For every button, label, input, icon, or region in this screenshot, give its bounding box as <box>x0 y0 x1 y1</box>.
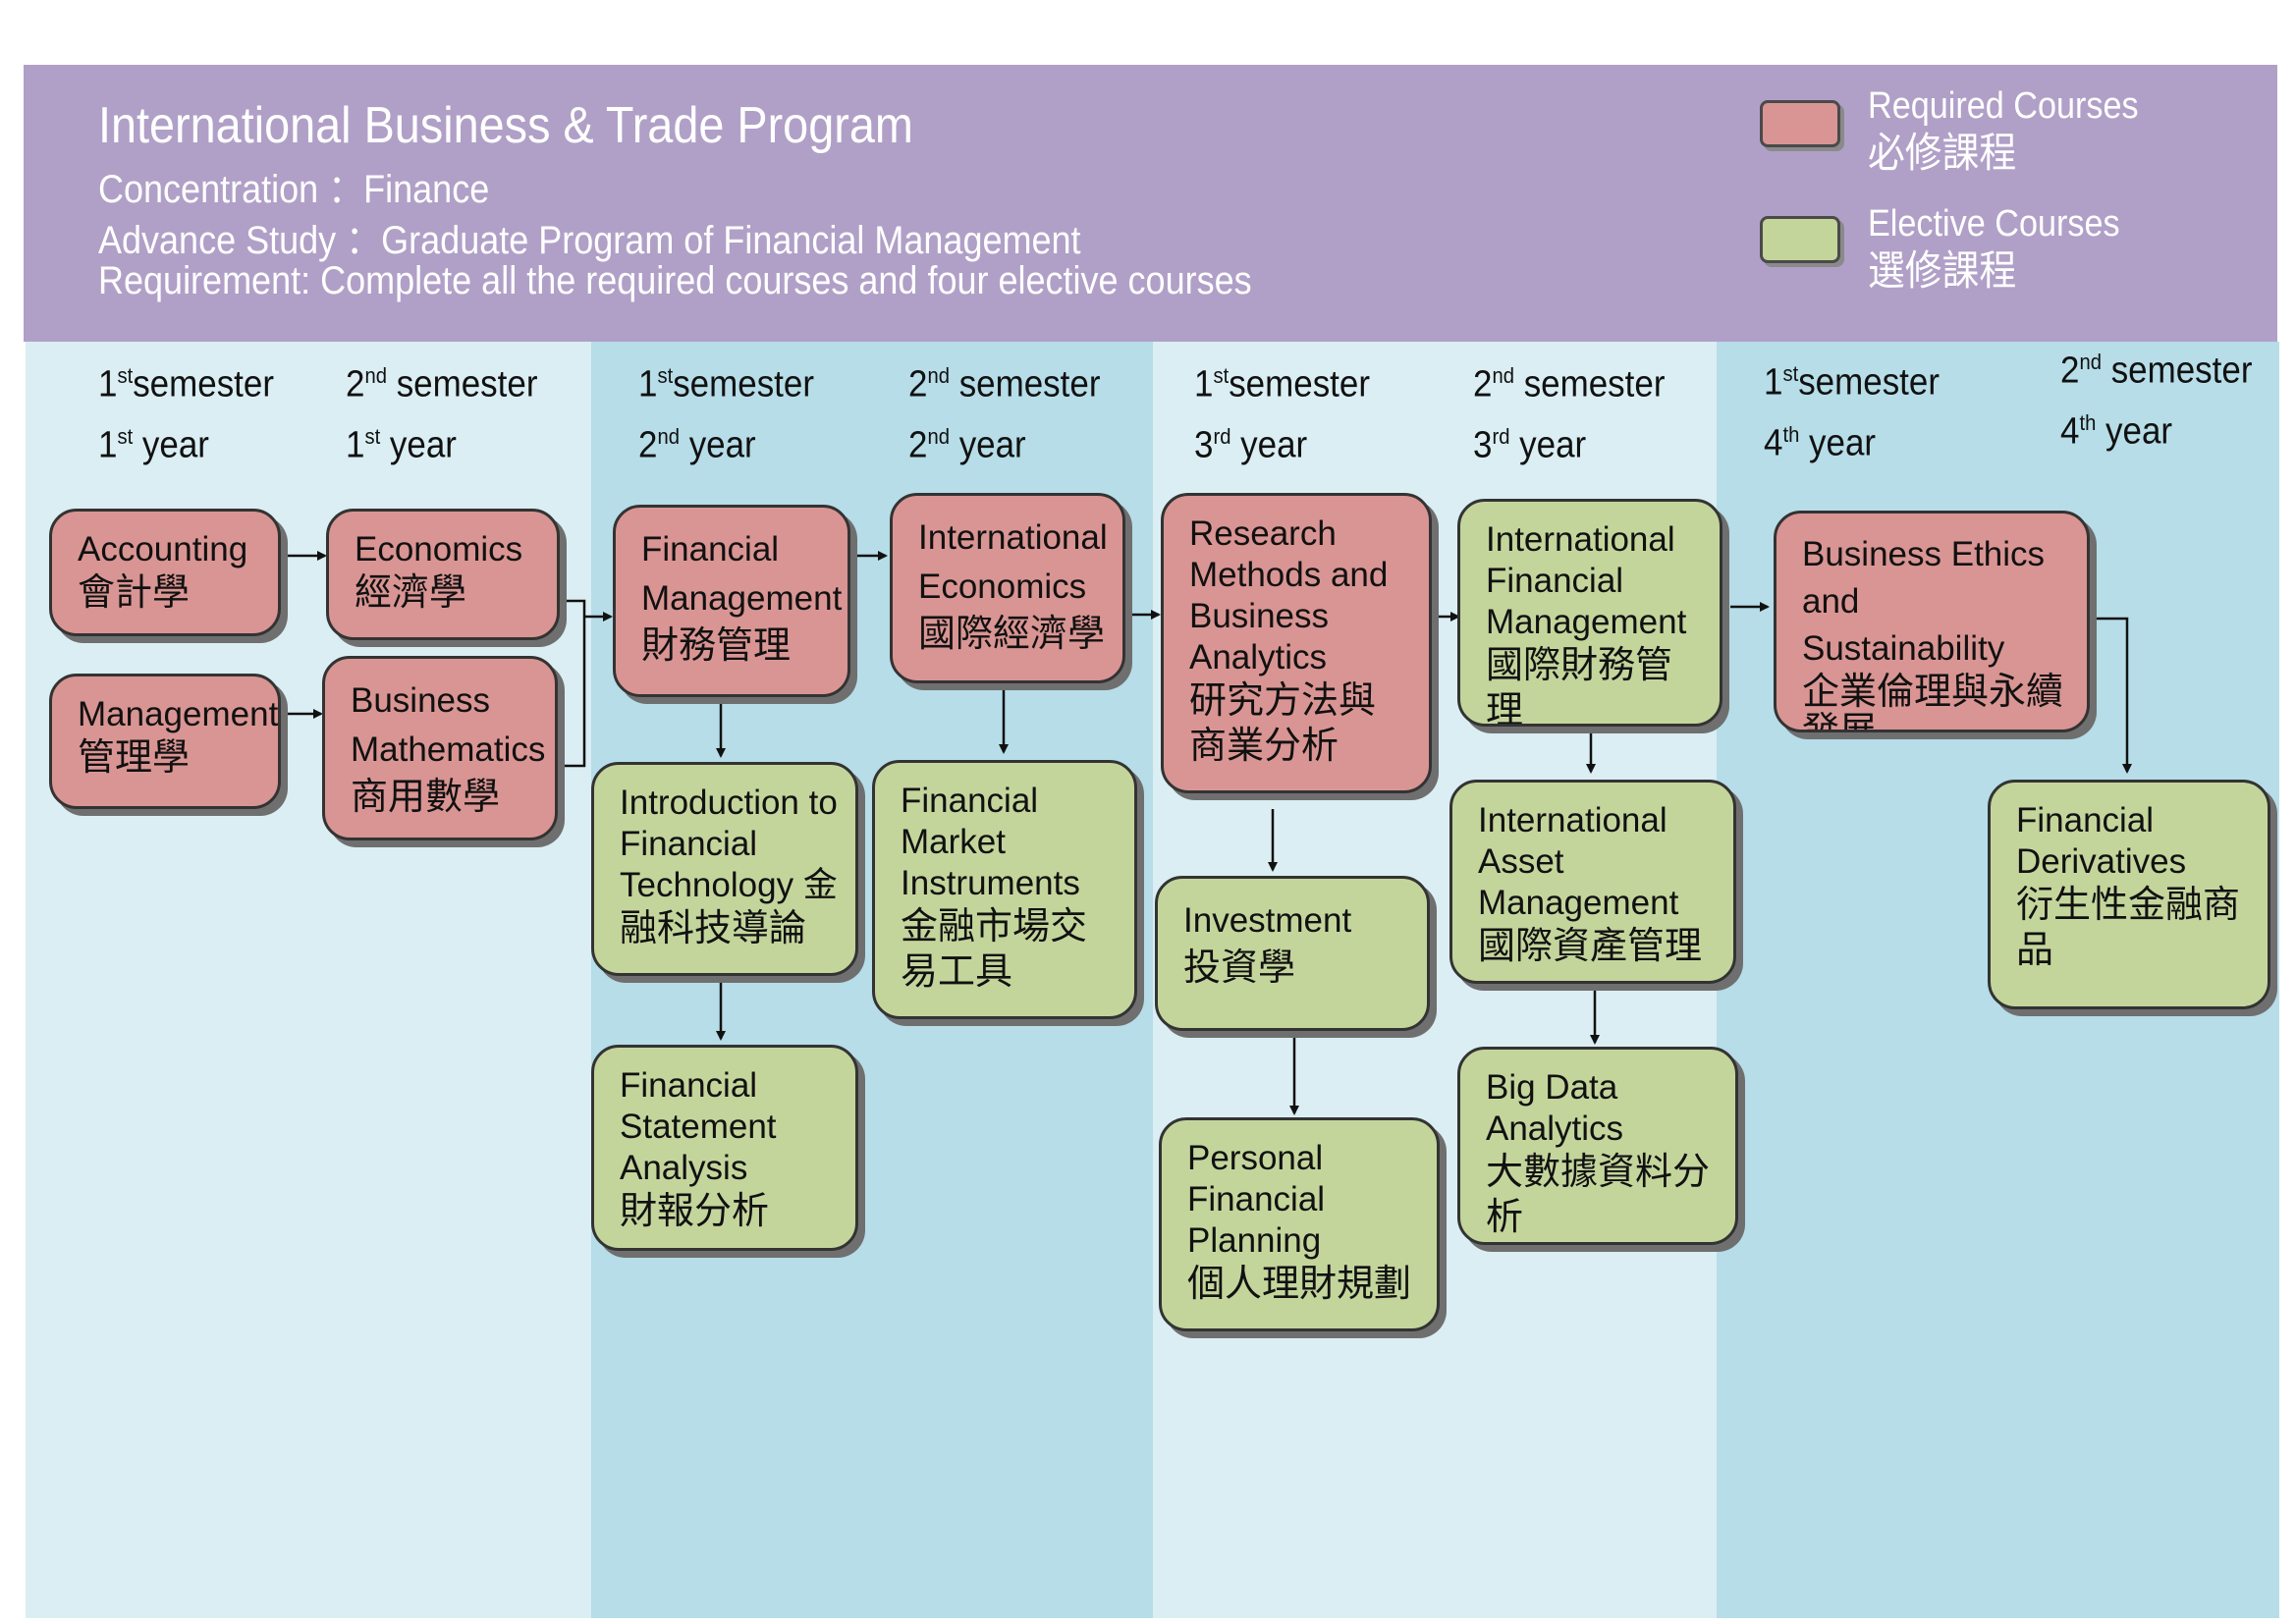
course-intro-fintech-zh: 融科技導論 <box>620 908 807 949</box>
requirement-line: Requirement: Complete all the required c… <box>98 259 1252 302</box>
course-intl-fin-mgmt-en: International Financial Management <box>1486 520 1687 641</box>
year-label-3: 2nd year <box>638 424 756 466</box>
semester-label-3: 1stsemester <box>638 363 814 406</box>
required-legend-swatch <box>1760 100 1840 147</box>
elective-legend-en: Elective Courses <box>1868 203 2120 244</box>
course-financial-statement[interactable]: Financial Statement Analysis 財報分析 <box>591 1045 858 1251</box>
course-financial-derivatives[interactable]: Financial Derivatives 衍生性金融商品 <box>1988 780 2270 1009</box>
course-derivatives-en: Financial Derivatives <box>2016 801 2187 881</box>
semester-label-4: 2nd semester <box>908 363 1101 406</box>
course-big-data-en: Big Data Analytics <box>1486 1068 1624 1148</box>
course-intl-financial-management[interactable]: International Financial Management 國際財務管… <box>1457 499 1722 727</box>
course-research-zh: 研究方法與商業分析 <box>1189 680 1377 767</box>
course-management-zh: 管理學 <box>78 737 191 779</box>
course-management[interactable]: Management 管理學 <box>49 674 281 809</box>
elective-legend-label: Elective Courses 選修課程 <box>1868 200 2120 295</box>
course-personal-fin-en: Personal Financial Planning <box>1187 1139 1326 1260</box>
course-research-en: Research Methods and Business Analytics <box>1189 514 1389 676</box>
course-intl-asset-zh: 國際資產管理 <box>1478 926 1703 967</box>
course-personal-financial-planning[interactable]: Personal Financial Planning 個人理財規劃 <box>1159 1117 1440 1331</box>
course-accounting-zh: 會計學 <box>78 572 191 614</box>
course-management-en: Management <box>78 695 279 733</box>
required-legend-label: Required Courses 必修課程 <box>1868 82 2139 177</box>
required-legend-zh: 必修課程 <box>1868 130 2017 176</box>
semester-label-6: 2nd semester <box>1473 363 1666 406</box>
course-intl-asset-en: International Asset Management <box>1478 801 1679 922</box>
course-accounting-en: Accounting <box>78 530 248 568</box>
year-label-8: 4th year <box>2060 410 2173 453</box>
course-economics-zh: 經濟學 <box>355 572 467 614</box>
course-investment-en: Investment <box>1183 901 1352 940</box>
course-financial-mgmt-en: Financial Management <box>641 530 843 618</box>
program-header: International Business & Trade Program C… <box>24 65 2277 342</box>
course-big-data-analytics[interactable]: Big Data Analytics 大數據資料分析 <box>1457 1047 1738 1245</box>
course-financial-management[interactable]: Financial Management 財務管理 <box>613 505 850 697</box>
course-fin-statement-en: Financial Statement Analysis <box>620 1066 777 1187</box>
course-intl-asset-management[interactable]: International Asset Management 國際資產管理 <box>1449 780 1736 984</box>
program-title: International Business & Trade Program <box>98 97 913 154</box>
course-international-economics[interactable]: International Economics 國際經濟學 <box>890 493 1125 683</box>
course-intro-fintech[interactable]: Introduction to Financial Technology 金 融… <box>591 762 858 976</box>
course-derivatives-zh: 衍生性金融商品 <box>2016 885 2241 971</box>
year-label-7: 4th year <box>1764 422 1877 464</box>
year-label-6: 3rd year <box>1473 424 1587 466</box>
course-ethics-en: Business Ethics and Sustainability <box>1802 535 2046 668</box>
year-label-1: 1st year <box>98 424 209 466</box>
semester-label-5: 1stsemester <box>1194 363 1370 406</box>
course-business-math-en: Business Mathematics <box>351 681 546 769</box>
year-label-5: 3rd year <box>1194 424 1308 466</box>
course-big-data-zh: 大數據資料分析 <box>1486 1152 1711 1238</box>
concentration-line: Concentration ：Finance <box>98 168 490 211</box>
required-legend-en: Required Courses <box>1868 85 2139 127</box>
year-label-4: 2nd year <box>908 424 1026 466</box>
advance-study-line: Advance Study ：Graduate Program of Finan… <box>98 219 1081 262</box>
bracket-year1-semester2 <box>562 599 586 768</box>
course-intl-econ-en: International Economics <box>918 518 1108 606</box>
course-intl-fin-mgmt-zh: 國際財務管理 <box>1486 645 1673 727</box>
course-personal-fin-zh: 個人理財規劃 <box>1187 1264 1412 1305</box>
course-business-math-zh: 商用數學 <box>351 777 501 818</box>
arrow-ethics-derivatives <box>2094 617 2132 774</box>
course-fin-market-zh: 金融市場交易工具 <box>901 906 1088 993</box>
course-fin-statement-zh: 財報分析 <box>620 1191 770 1232</box>
course-business-mathematics[interactable]: Business Mathematics 商用數學 <box>322 656 558 840</box>
course-fin-market-en: Financial Market Instruments <box>901 782 1080 902</box>
course-intl-econ-zh: 國際經濟學 <box>918 614 1106 655</box>
course-investment-zh: 投資學 <box>1183 947 1296 989</box>
semester-label-7: 1stsemester <box>1764 361 1940 404</box>
course-financial-market[interactable]: Financial Market Instruments 金融市場交易工具 <box>872 760 1137 1019</box>
course-economics[interactable]: Economics 經濟學 <box>326 509 560 640</box>
course-accounting[interactable]: Accounting 會計學 <box>49 509 281 636</box>
course-intro-fintech-en: Introduction to Financial Technology 金 <box>620 784 838 904</box>
course-ethics-zh: 企業倫理與永續發展 <box>1802 672 2064 732</box>
course-economics-en: Economics <box>355 530 523 568</box>
course-investment[interactable]: Investment 投資學 <box>1155 876 1430 1031</box>
semester-label-2: 2nd semester <box>346 363 538 406</box>
course-business-ethics[interactable]: Business Ethics and Sustainability 企業倫理與… <box>1774 511 2090 732</box>
course-financial-mgmt-zh: 財務管理 <box>641 625 792 667</box>
elective-legend-zh: 選修課程 <box>1868 247 2017 294</box>
course-research-methods[interactable]: Research Methods and Business Analytics … <box>1161 493 1432 793</box>
semester-label-1: 1stsemester <box>98 363 274 406</box>
semester-label-8: 2nd semester <box>2060 350 2253 392</box>
year-label-2: 1st year <box>346 424 457 466</box>
elective-legend-swatch <box>1760 216 1840 263</box>
